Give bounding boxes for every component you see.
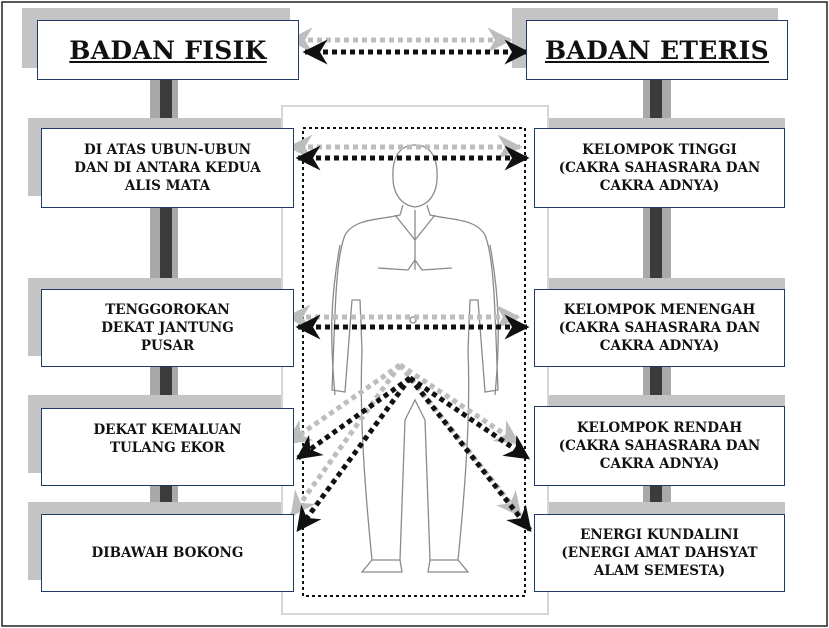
right-item-text: CAKRA ADNYA) <box>599 338 720 354</box>
right-item-text: KELOMPOK MENENGAH <box>563 302 756 318</box>
left-item-box: TENGGOROKAN DEKAT JANTUNG PUSAR <box>41 289 294 367</box>
right-item-box: KELOMPOK RENDAH (CAKRA SAHASRARA DAN CAK… <box>534 406 785 486</box>
left-item-text: DEKAT JANTUNG <box>101 320 234 336</box>
left-item-text: DAN DI ANTARA KEDUA <box>74 160 261 176</box>
body-dotted-frame <box>302 127 526 597</box>
left-item-text: ALIS MATA <box>124 178 211 194</box>
left-item-text: DEKAT KEMALUAN <box>93 422 242 438</box>
arrow-low-left <box>295 375 412 461</box>
right-item-box: KELOMPOK MENENGAH (CAKRA SAHASRARA DAN C… <box>534 289 785 367</box>
right-item-box: KELOMPOK TINGGI (CAKRA SAHASRARA DAN CAK… <box>534 128 785 208</box>
arrow-low-right <box>408 375 531 461</box>
right-title: BADAN ETERIS <box>545 35 769 65</box>
right-item-text: (CAKRA SAHASRARA DAN <box>558 160 761 176</box>
left-item-text: TENGGOROKAN <box>105 302 230 318</box>
left-item-box: DEKAT KEMALUAN TULANG EKOR <box>41 408 294 486</box>
left-item-text: TULANG EKOR <box>109 440 225 456</box>
arrow-shadow-low-left <box>285 362 402 446</box>
arrow-shadow-low-right <box>398 362 521 446</box>
left-title-box: BADAN FISIK <box>37 20 299 80</box>
left-item-box: DI ATAS UBUN-UBUN DAN DI ANTARA KEDUA AL… <box>41 128 294 208</box>
right-item-text: CAKRA ADNYA) <box>599 178 720 194</box>
right-title-box: BADAN ETERIS <box>526 20 788 80</box>
arrow-shadow-bottom-left <box>289 363 403 518</box>
arrow-bottom-left <box>295 376 413 533</box>
right-item-text: ALAM SEMESTA) <box>593 563 726 579</box>
right-item-box: ENERGI KUNDALINI (ENERGI AMAT DAHSYAT AL… <box>534 514 785 592</box>
left-item-text: DIBAWAH BOKONG <box>91 545 244 561</box>
left-item-text: DI ATAS UBUN-UBUN <box>84 142 251 158</box>
right-item-text: (CAKRA SAHASRARA DAN <box>558 438 761 454</box>
left-title: BADAN FISIK <box>69 35 267 65</box>
right-item-text: KELOMPOK RENDAH <box>576 420 743 436</box>
right-item-text: CAKRA ADNYA) <box>599 456 720 472</box>
right-item-text: (ENERGI AMAT DAHSYAT <box>561 545 758 561</box>
body-panel <box>281 105 549 615</box>
right-item-text: ENERGI KUNDALINI <box>580 527 739 543</box>
human-body-outline-icon <box>331 144 499 573</box>
left-item-text: PUSAR <box>140 338 195 354</box>
right-item-text: KELOMPOK TINGGI <box>582 142 737 158</box>
left-item-box: DIBAWAH BOKONG <box>41 514 294 592</box>
right-item-text: (CAKRA SAHASRARA DAN <box>558 320 761 336</box>
